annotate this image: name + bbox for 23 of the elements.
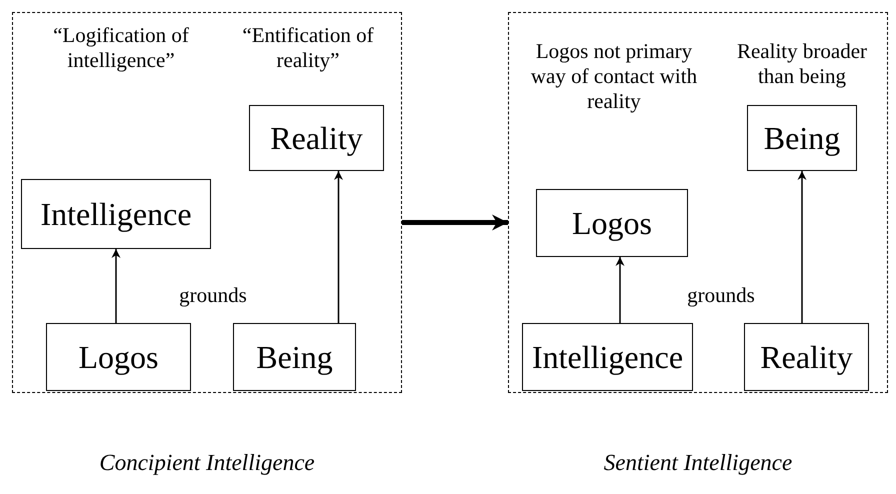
annotation-text: “Entification of reality”	[241, 23, 375, 73]
annotation-text: “Logification of intelligence”	[52, 23, 190, 73]
arrow	[112, 249, 120, 323]
frame-caption: Concipient Intelligence	[98, 450, 316, 476]
frame-caption: Sentient Intelligence	[602, 450, 794, 476]
relation-label: grounds	[178, 283, 248, 308]
concept-box: Logos	[46, 323, 191, 391]
concept-box: Reality	[249, 105, 384, 171]
concept-box: Logos	[536, 189, 688, 257]
dashed-frame	[12, 12, 402, 393]
arrow	[334, 171, 343, 323]
annotation-text: Reality broader than being	[736, 39, 868, 89]
dashed-frame	[508, 12, 888, 393]
arrow	[616, 257, 624, 323]
concept-box: Being	[233, 323, 356, 391]
concept-box: Intelligence	[21, 179, 211, 249]
arrow	[798, 171, 806, 323]
concept-box: Intelligence	[522, 323, 693, 391]
annotation-text: Logos not primary way of contact with reality	[530, 39, 698, 114]
relation-label: grounds	[686, 283, 756, 308]
concept-box: Reality	[744, 323, 869, 391]
concept-box: Being	[747, 105, 857, 171]
arrow	[402, 214, 508, 230]
